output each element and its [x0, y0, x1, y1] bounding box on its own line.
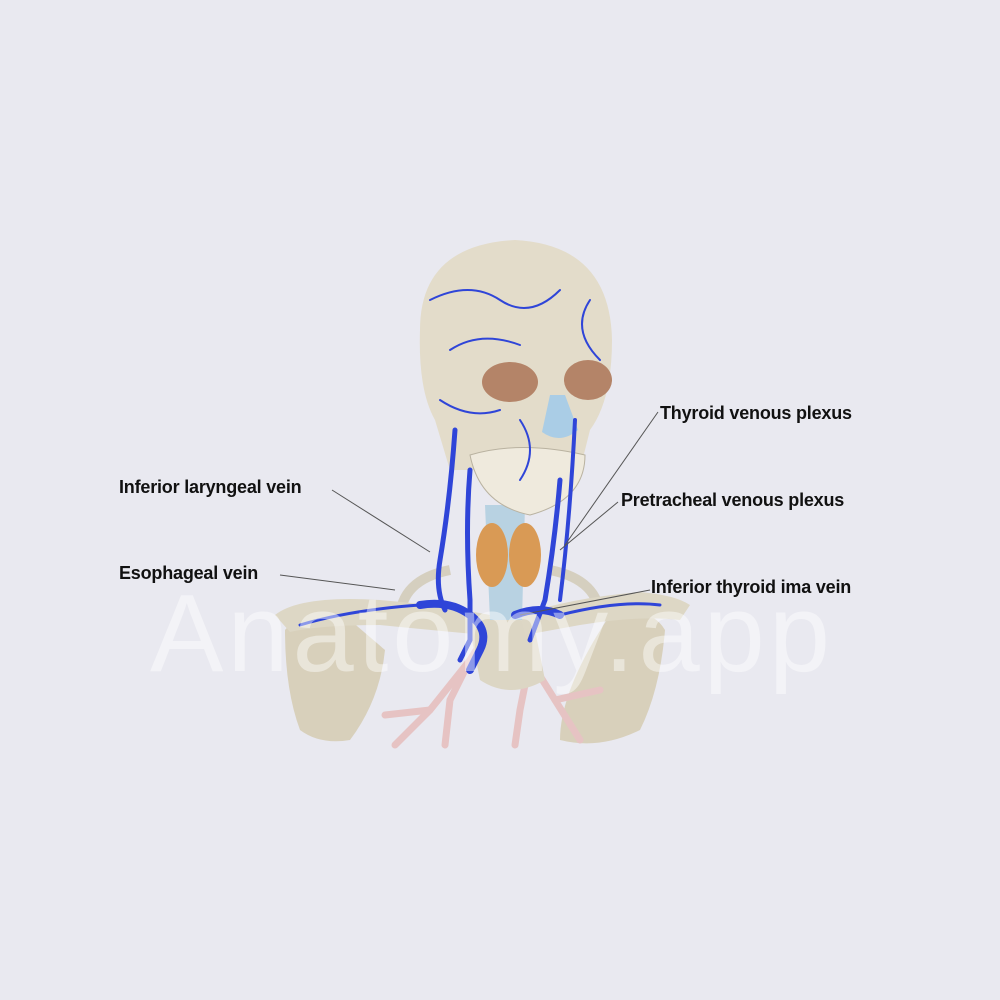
- left-orbit: [482, 362, 538, 402]
- watermark: Anatomy.app: [150, 572, 835, 695]
- label-inferior-thyroid-ima-vein: Inferior thyroid ima vein: [651, 577, 852, 597]
- leader-esophageal-vein: [279, 574, 396, 591]
- leader-lines: [279, 411, 659, 616]
- label-pretracheal-venous-plexus: Pretracheal venous plexus: [621, 490, 845, 510]
- right-scapula: [560, 612, 665, 744]
- thyroid-gland-right: [509, 523, 541, 587]
- nasal-cartilage: [542, 395, 578, 439]
- right-orbit: [564, 360, 612, 400]
- leader-pretracheal-venous-plexus: [559, 501, 619, 551]
- left-clavicle: [275, 599, 490, 635]
- leader-thyroid-venous-plexus: [564, 411, 659, 546]
- veins: [298, 289, 662, 674]
- leader-inferior-thyroid-ima-vein: [519, 589, 651, 616]
- label-thyroid-venous-plexus: Thyroid venous plexus: [660, 403, 852, 423]
- label-esophageal-vein: Esophageal vein: [119, 563, 259, 583]
- label-inferior-laryngeal-vein: Inferior laryngeal vein: [119, 477, 302, 497]
- thyroid-gland: [476, 523, 508, 587]
- leader-inferior-laryngeal-vein: [331, 489, 431, 553]
- skull-cranium: [419, 240, 612, 470]
- left-scapula: [285, 616, 385, 742]
